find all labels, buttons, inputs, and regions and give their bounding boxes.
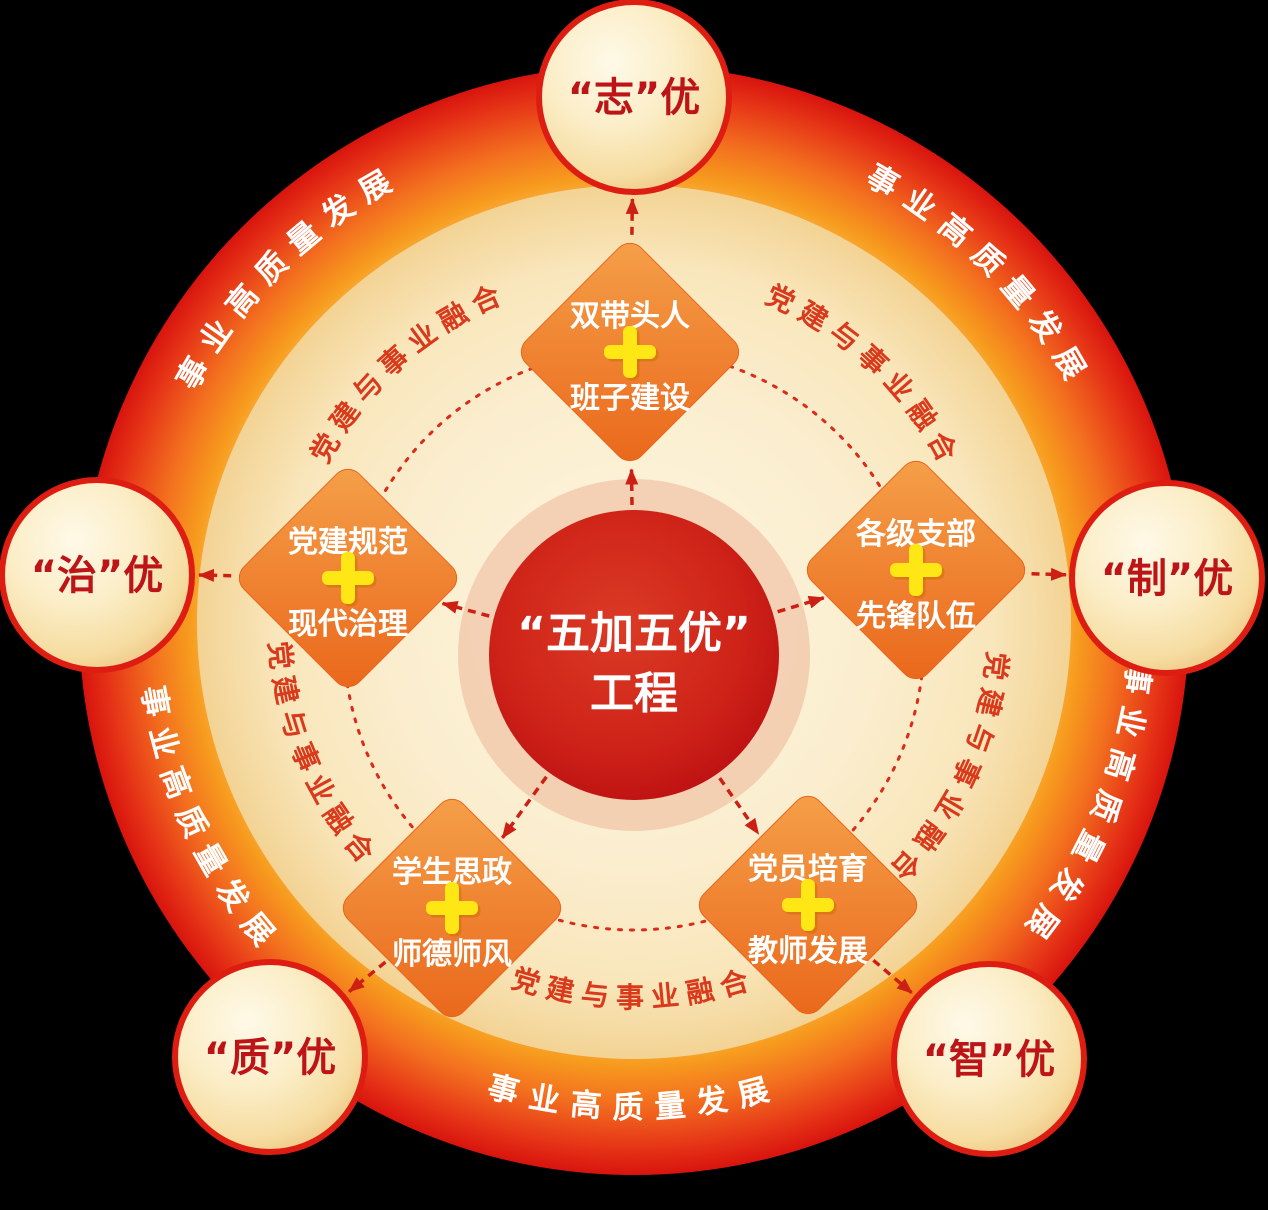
center-circle <box>489 510 779 800</box>
satellite-circle <box>172 959 368 1155</box>
satellite-circle <box>536 0 732 195</box>
satellite-left: “治”优 <box>0 477 195 673</box>
satellite-label: “制”优 <box>1101 556 1234 602</box>
arrows-diamonds-to-satellites <box>198 198 1067 995</box>
diamond-bottom-right: 党员培育 教师发展 <box>698 795 918 1015</box>
dashed-arrow <box>718 777 760 835</box>
plus-icon <box>604 326 659 381</box>
diamond-line2: 先锋队伍 <box>856 599 976 634</box>
satellite-top: “志”优 <box>536 0 732 195</box>
plus-icon <box>426 882 481 937</box>
satellite-label: “智”优 <box>923 1037 1056 1083</box>
dashed-arrow <box>625 198 639 235</box>
dashed-arrow <box>872 958 914 995</box>
dashed-arrow <box>198 568 232 582</box>
diamond-line2: 现代治理 <box>288 607 408 642</box>
diamond-line2: 师德师风 <box>392 937 512 972</box>
diamond-left: 党建规范 现代治理 <box>238 468 458 688</box>
dashed-arrow <box>1031 567 1067 581</box>
plus-icon <box>322 552 377 607</box>
satellite-circle <box>891 961 1087 1157</box>
diamond-right: 各级支部 先锋队伍 <box>806 460 1026 680</box>
center-title-line1: “五加五优” <box>517 608 751 659</box>
satellite-circle <box>0 477 195 673</box>
center-label: “五加五优” 工程 <box>517 608 751 719</box>
satellite-right: “制”优 <box>1069 480 1265 676</box>
dashed-arrow <box>500 775 548 839</box>
arrows-center-to-diamonds <box>441 468 825 839</box>
satellite-label: “治”优 <box>31 553 164 599</box>
center-title-line2: 工程 <box>590 668 678 719</box>
satellite-label: “志”优 <box>568 75 701 121</box>
diamond-line2: 教师发展 <box>748 934 868 969</box>
dashed-arrow <box>625 468 639 506</box>
dashed-arrow <box>347 960 387 993</box>
satellite-circle <box>1069 480 1265 676</box>
satellite-bottom-left: “质”优 <box>172 959 368 1155</box>
plus-icon <box>890 544 945 599</box>
diamond-line2: 班子建设 <box>570 381 690 416</box>
satellite-label: “质”优 <box>204 1035 337 1081</box>
diamond-top: 双带头人 班子建设 <box>520 242 740 462</box>
satellite-bottom-right: “智”优 <box>891 961 1087 1157</box>
diamond-bottom-left: 学生思政 师德师风 <box>342 798 562 1018</box>
plus-icon <box>782 879 837 934</box>
